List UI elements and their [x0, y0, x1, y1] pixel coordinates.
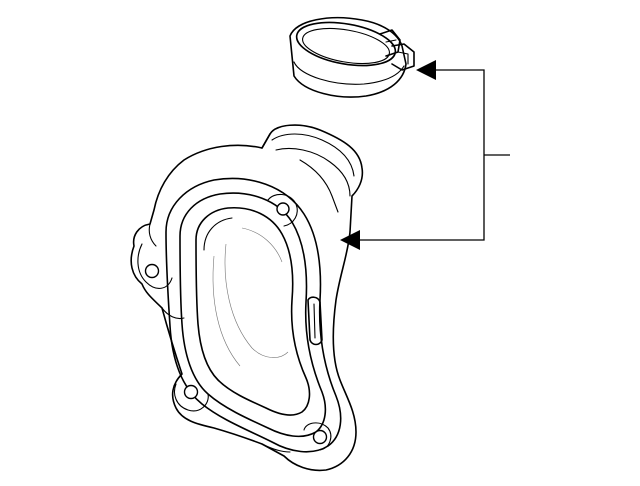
arrow-to-clamp — [416, 60, 436, 80]
callout-leader — [340, 60, 510, 250]
bolt-hole-left — [144, 263, 160, 279]
clamp-rim — [295, 21, 397, 67]
housing-neck — [261, 133, 355, 213]
flange-rib — [307, 296, 323, 346]
flange-inner — [179, 192, 327, 438]
bolt-hole-bottom-right — [312, 429, 328, 445]
clamp-inner-rim — [302, 27, 390, 65]
bolt-hole-bottom-left — [183, 384, 199, 400]
bore-shading — [203, 217, 289, 367]
clamp-tab — [379, 29, 415, 71]
mounting-ear-top — [267, 193, 298, 227]
mounting-ear-bottom-right — [303, 422, 332, 451]
clamp-band — [289, 16, 407, 98]
arrow-to-housing — [340, 230, 360, 250]
flange-outer — [165, 177, 342, 453]
hose-clamp — [289, 16, 415, 98]
bore-opening — [195, 206, 311, 416]
bolt-hole-top — [276, 202, 290, 216]
housing-outline — [130, 124, 364, 472]
mounting-ear-bottom-left — [173, 383, 209, 412]
throttle-body-housing — [130, 124, 364, 472]
mounting-ear-left — [137, 243, 173, 289]
